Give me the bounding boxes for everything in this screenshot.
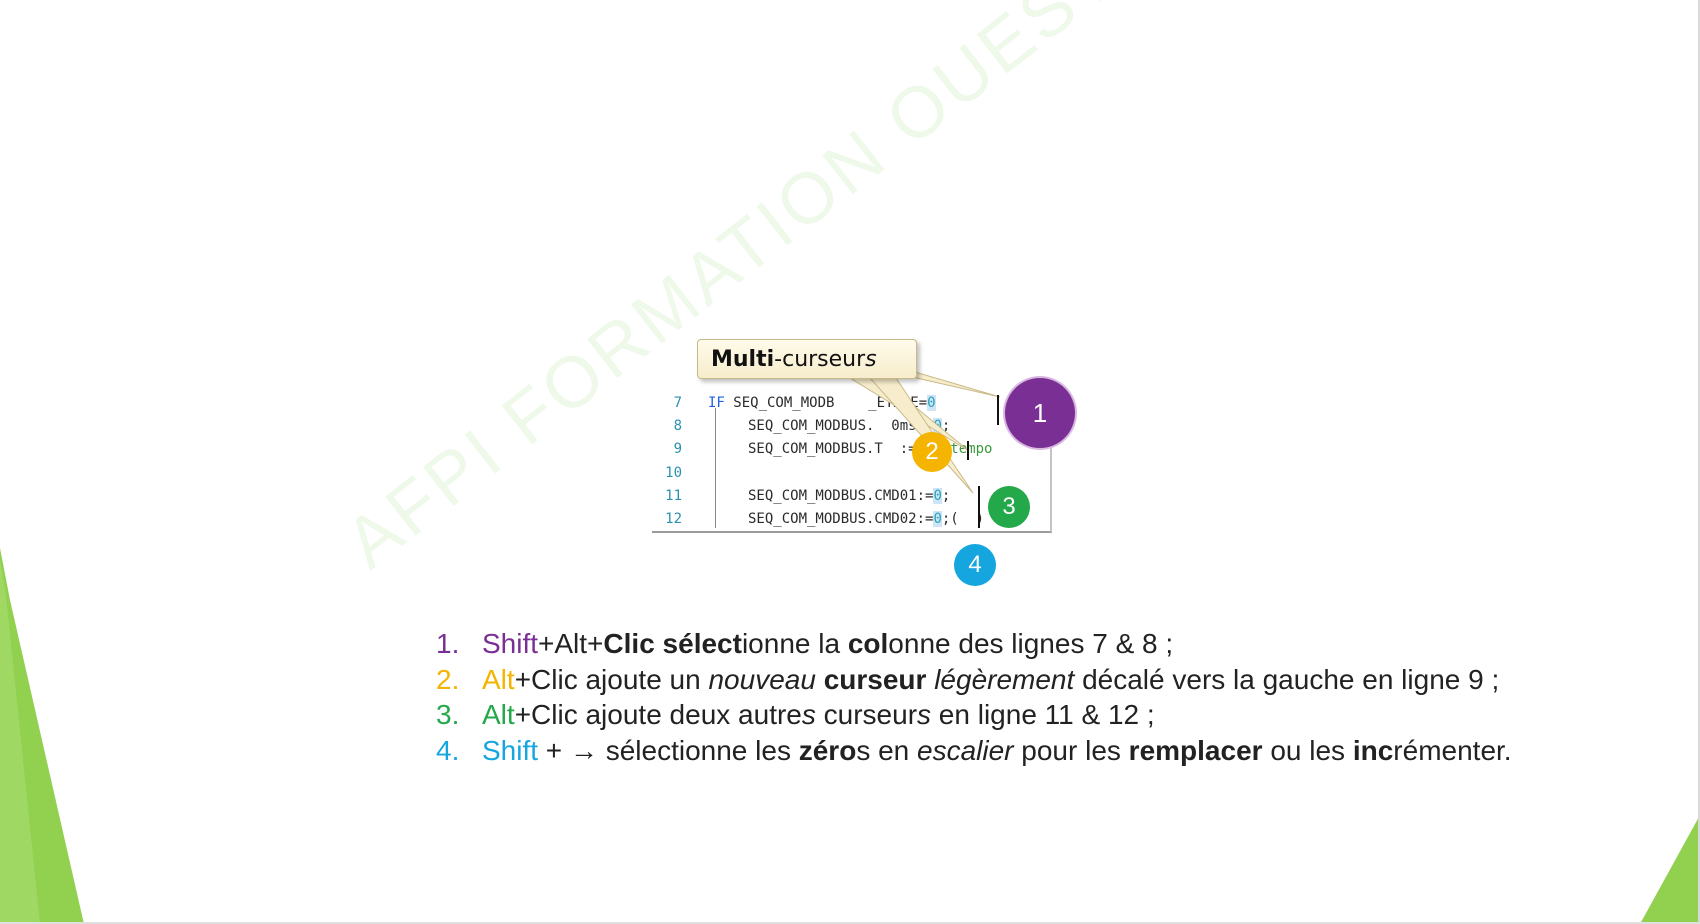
code-part: ; xyxy=(941,418,951,435)
left-green-highlight xyxy=(0,560,40,924)
step-text-segment: onne des lignes 7 & 8 ; xyxy=(888,628,1174,659)
code-keyword: IF xyxy=(708,395,725,411)
step-text-segment: ionne la xyxy=(741,628,848,659)
badge-3: 3 xyxy=(988,486,1030,528)
line-number: 9 xyxy=(673,441,682,458)
code-part: ; xyxy=(941,487,951,504)
step-text-segment: Alt xyxy=(482,663,515,695)
step-text-segment: Shift xyxy=(482,734,539,766)
step-number: 3. xyxy=(436,699,460,730)
step-text-segment: rémenter. xyxy=(1393,734,1512,766)
line-number: 11 xyxy=(665,487,682,504)
indent-guide xyxy=(715,408,716,528)
step-text-segment: Alt xyxy=(482,699,515,730)
callout-text: -curseur xyxy=(774,347,866,372)
right-green-shape xyxy=(1640,815,1700,924)
step-text-segment: s en xyxy=(856,734,918,766)
step-item-2: 2. Alt+Clic ajoute un nouveau curseur lég… xyxy=(436,662,1512,698)
step-text-segment: légèrement xyxy=(934,663,1075,695)
step-text-segment: s xyxy=(801,699,816,730)
step-text-segment: Clic sélect xyxy=(603,628,742,659)
step-text-segment: en ligne 11 & 12 ; xyxy=(931,699,1155,730)
line-number: 10 xyxy=(665,464,682,481)
step-text-segment: nouveau xyxy=(708,663,816,695)
code-zero: 0 xyxy=(933,487,942,504)
code-zero: 0 xyxy=(927,395,936,411)
step-item-4: 4. Shift + → sélectionne les zéros en esc… xyxy=(436,733,1512,769)
code-part: SEQ_COM_MODBUS.T xyxy=(748,441,883,458)
step-item-3: 3.Alt+Clic ajoute deux autres curseurs e… xyxy=(436,697,1512,733)
line-number: 12 xyxy=(665,511,682,527)
step-text-segment: pour les xyxy=(1013,734,1129,766)
step-text-segment: + → sélectionne les xyxy=(538,734,799,766)
multi-cursor-callout: Multi-curseurs xyxy=(697,339,917,379)
code-text: SEQ_COM_MODBUS.CMD01:=0; xyxy=(748,485,950,508)
step-text-segment: remplacer xyxy=(1128,734,1263,766)
step-number: 1. xyxy=(436,628,460,659)
code-part: SEQ_COM_MODB xyxy=(724,395,835,411)
steps-list: 1.Shift+Alt+Clic sélectionne la colonne … xyxy=(436,626,1512,768)
step-text-segment: +Clic ajoute un xyxy=(514,663,709,695)
step-text-segment: +Clic ajoute deux autre xyxy=(514,699,802,730)
code-part: SEQ_COM_MODBUS.CMD02:= xyxy=(748,511,934,527)
line-number: 8 xyxy=(673,418,682,435)
step-text-segment: escalier xyxy=(917,734,1014,766)
callout-bold: Multi xyxy=(711,347,775,372)
code-line: 11 SEQ_COM_MODBUS.CMD01:=0; xyxy=(652,485,1050,508)
step-text-segment: curseur xyxy=(815,699,918,730)
code-line: 10 xyxy=(652,462,1050,485)
callout-italic: s xyxy=(865,347,877,372)
code-zero: 0 xyxy=(933,511,942,527)
step-text-segment: +Alt+ xyxy=(538,628,604,659)
step-text-segment: s xyxy=(917,699,932,730)
code-part: SEQ_COM_MODBUS.CMD01:= xyxy=(748,487,934,504)
step-text-segment: décalé vers la gauche en ligne 9 ; xyxy=(1074,663,1500,695)
step-text-segment: curseur xyxy=(823,663,927,695)
step-text-segment: Shift xyxy=(482,628,539,659)
badge-4: 4 xyxy=(954,544,996,586)
line-number: 7 xyxy=(673,395,682,411)
badge-1: 1 xyxy=(1005,378,1075,448)
step-item-1: 1. Shift+Alt+Clic sélectionne la colonne … xyxy=(436,626,1512,662)
step-number: 2. xyxy=(436,663,460,695)
badge-2: 2 xyxy=(912,432,952,472)
step-number: 4. xyxy=(436,734,460,766)
code-part: SEQ_COM_MODBUS. xyxy=(748,418,875,435)
step-text-segment: zéro xyxy=(798,734,857,766)
code-editor-snippet xyxy=(652,385,1052,533)
step-text-segment: inc xyxy=(1352,734,1394,766)
step-text-segment: col xyxy=(847,628,889,659)
step-text-segment: ou les xyxy=(1262,734,1353,766)
step-text-segment xyxy=(816,664,824,695)
